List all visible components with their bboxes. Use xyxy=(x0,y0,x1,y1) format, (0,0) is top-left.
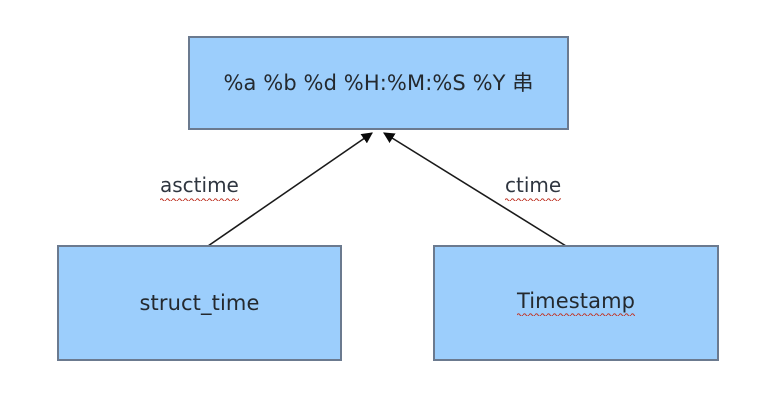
edge-asctime-line xyxy=(207,132,373,247)
node-struct-time[interactable]: struct_time xyxy=(57,245,342,361)
edge-label-ctime: ctime xyxy=(505,173,562,201)
edge-label-asctime: asctime xyxy=(160,173,239,201)
node-format-string-label: %a %b %d %H:%M:%S %Y 串 xyxy=(223,70,534,95)
node-timestamp-label: Timestamp xyxy=(516,290,636,316)
node-timestamp[interactable]: Timestamp xyxy=(433,245,719,361)
edge-label-ctime-text: ctime xyxy=(505,173,562,201)
node-format-string[interactable]: %a %b %d %H:%M:%S %Y 串 xyxy=(188,36,569,130)
node-struct-time-label: struct_time xyxy=(139,290,260,315)
edge-ctime-line xyxy=(383,132,567,247)
edge-label-asctime-text: asctime xyxy=(160,173,239,201)
